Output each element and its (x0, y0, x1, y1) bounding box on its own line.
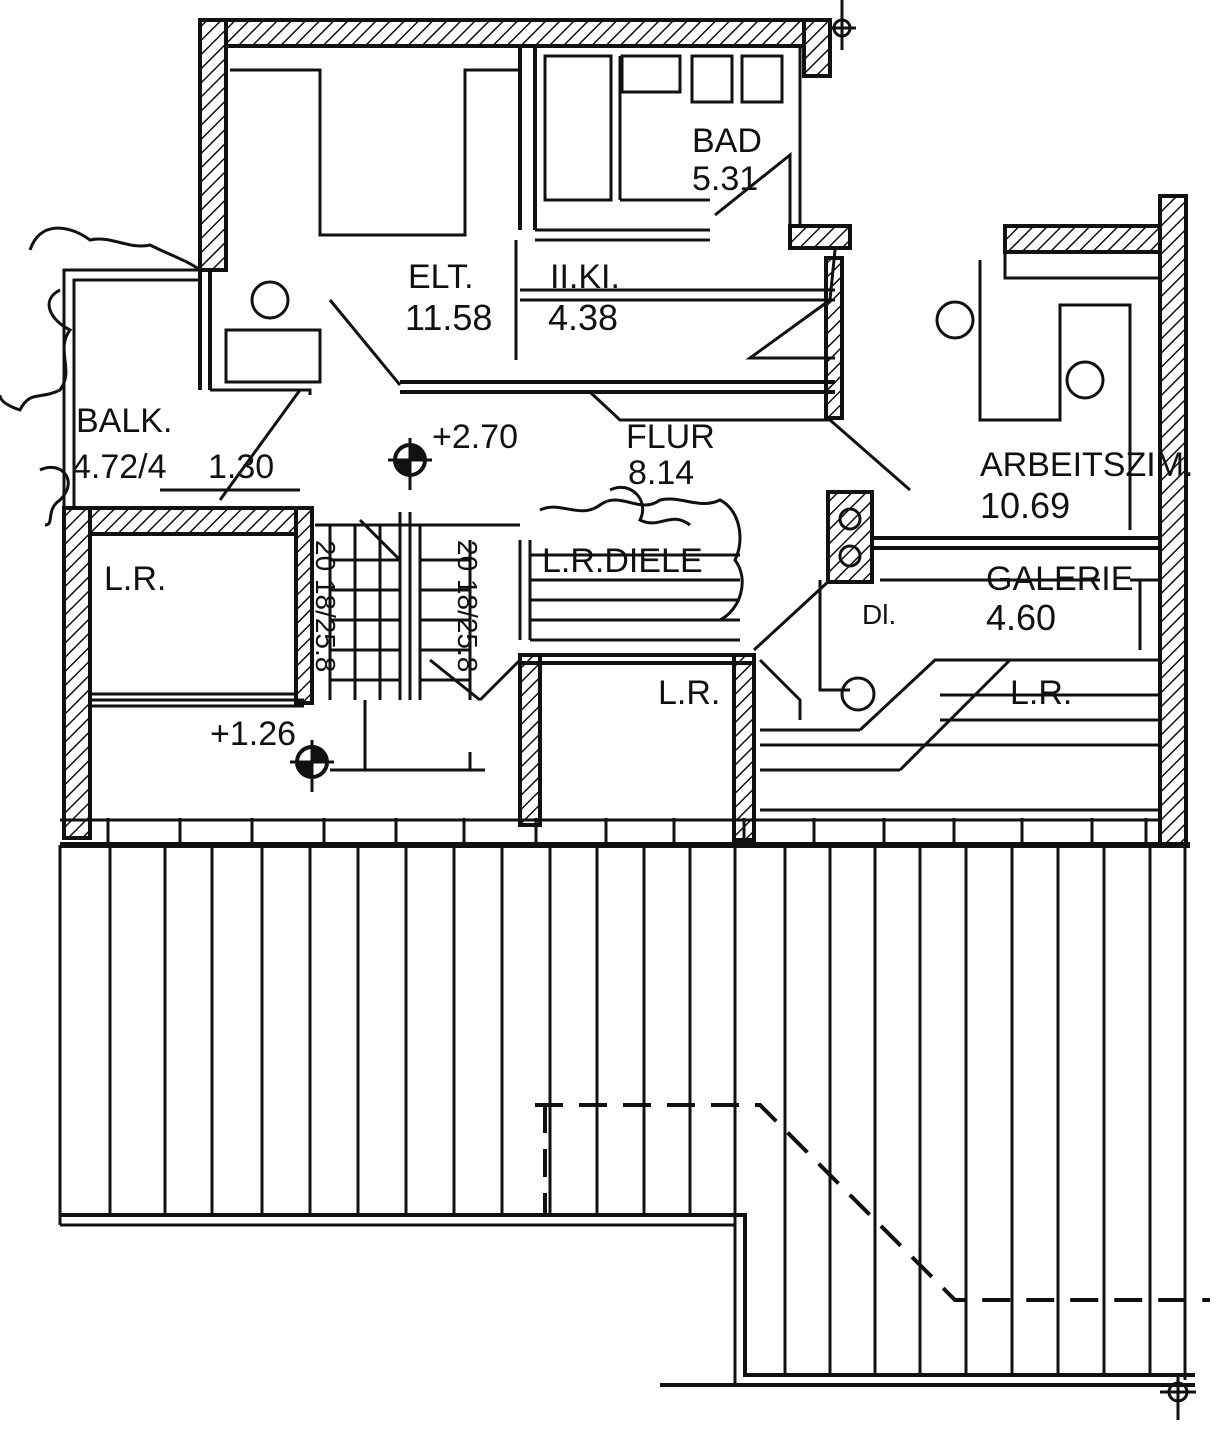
room-kind-name: II.KI. (550, 258, 620, 296)
room-labels: BAD 5.31 ELT. 11.58 II.KI. 4.38 BALK. 4.… (72, 122, 1193, 753)
stair-right (418, 525, 740, 770)
room-elt-name: ELT. (408, 258, 474, 296)
storage-center-label: L.R. (658, 674, 720, 712)
storage-right-label: L.R. (1010, 674, 1072, 712)
room-galerie-name: GALERIE (986, 560, 1133, 598)
room-galerie-area: 4.60 (986, 597, 1056, 638)
interior-lines (62, 46, 1160, 812)
level-upper-label: +2.70 (432, 418, 518, 456)
plant-scribbles (0, 226, 744, 622)
stair-left-label: 20 18/25.8 (310, 540, 341, 672)
rafter-ticks (106, 818, 1148, 845)
room-elt-area: 11.58 (405, 297, 492, 338)
room-balkon-area: 4.72/4 (72, 448, 167, 486)
roof (58, 818, 1210, 1387)
room-bad-area: 5.31 (692, 160, 758, 198)
stair-right-label: 20 18/25.8 (452, 540, 483, 672)
room-balkon-name: BALK. (76, 402, 172, 440)
storage-diele-label: L.R.DIELE (542, 542, 703, 580)
stair-left (315, 512, 520, 772)
level-lower-label: +1.26 (210, 715, 296, 753)
dl-label: Dl. (862, 599, 896, 630)
level-marker-upper (388, 438, 432, 490)
room-arbeitszimmer-name: ARBEITSZIM. (980, 446, 1193, 484)
room-kind-area: 4.38 (548, 297, 618, 338)
balcony-dimension: 1.30 (208, 448, 274, 486)
room-flur-area: 8.14 (628, 454, 694, 492)
room-bad-name: BAD (692, 122, 762, 160)
level-marker-lower (290, 740, 334, 792)
room-arbeitszimmer-area: 10.69 (980, 485, 1070, 526)
room-flur-name: FLUR (626, 418, 715, 456)
corner-markers (830, 0, 1196, 1420)
storage-left-label: L.R. (104, 560, 166, 598)
roof-battens (108, 845, 1152, 1375)
